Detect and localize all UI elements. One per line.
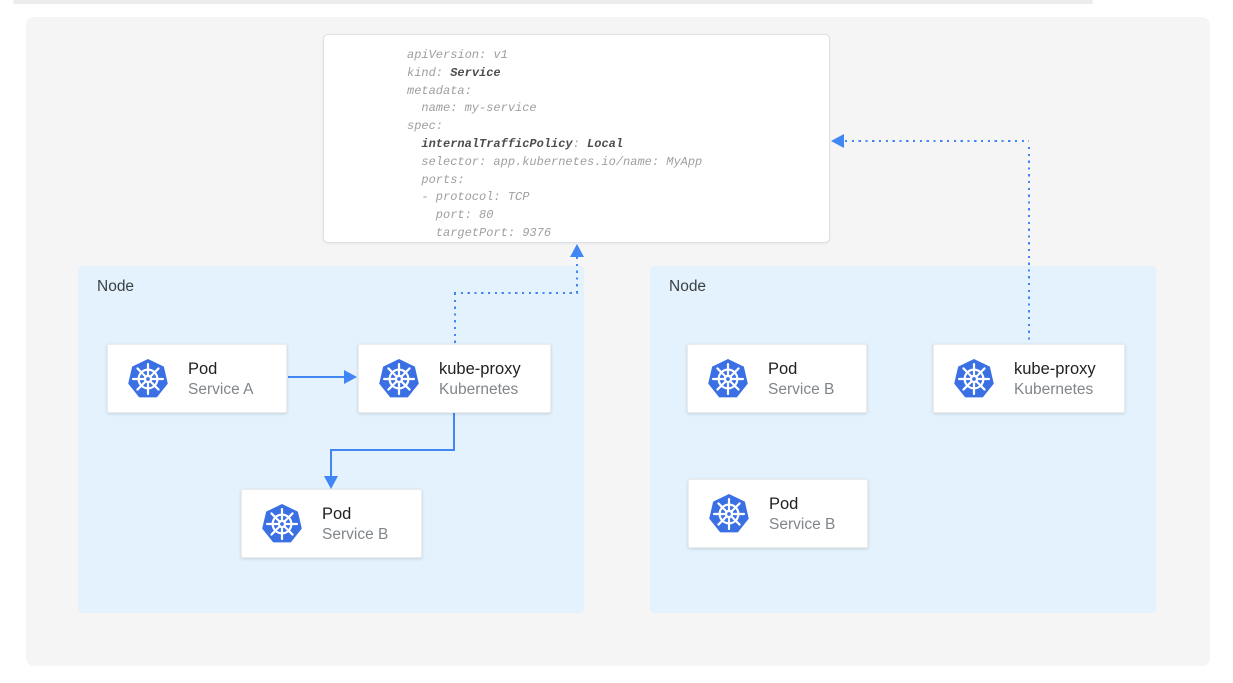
card-subtitle: Service B xyxy=(322,525,389,543)
arrow-line xyxy=(1028,147,1030,344)
kubernetes-icon xyxy=(706,357,750,401)
card-kube-proxy-right: kube-proxy Kubernetes xyxy=(933,344,1125,413)
card-subtitle: Service B xyxy=(768,380,835,398)
kubernetes-icon xyxy=(377,357,421,401)
card-title: Pod xyxy=(322,504,352,523)
node-left-label: Node xyxy=(97,278,135,295)
arrowhead-up xyxy=(570,244,584,257)
top-divider xyxy=(13,0,1093,4)
kubernetes-icon xyxy=(952,357,996,401)
card-subtitle: Kubernetes xyxy=(1014,380,1094,398)
arrow-line xyxy=(845,140,1029,142)
card-title: kube-proxy xyxy=(1014,359,1096,378)
kubernetes-icon xyxy=(707,492,751,536)
card-title: Pod xyxy=(188,359,218,378)
arrow-line xyxy=(454,293,456,344)
node-right-label: Node xyxy=(669,278,707,295)
arrowhead-right xyxy=(344,370,357,384)
arrow-line xyxy=(576,257,578,294)
card-title: Pod xyxy=(768,359,798,378)
card-kube-proxy-left: kube-proxy Kubernetes xyxy=(358,344,551,413)
kubernetes-icon xyxy=(260,502,304,546)
card-pod-service-a: Pod Service A xyxy=(107,344,287,413)
node-right: Node xyxy=(650,266,1156,613)
arrow-line xyxy=(288,376,345,378)
arrow-line xyxy=(330,449,332,477)
card-title: Pod xyxy=(769,494,799,513)
card-subtitle: Kubernetes xyxy=(439,380,519,398)
card-subtitle: Service A xyxy=(188,380,254,398)
arrow-line xyxy=(330,449,455,451)
arrowhead-left xyxy=(831,134,844,148)
node-left: Node xyxy=(78,266,584,613)
card-title: kube-proxy xyxy=(439,359,521,378)
arrowhead-down xyxy=(324,476,338,489)
arrow-line xyxy=(454,292,578,294)
card-pod-service-b-right-top: Pod Service B xyxy=(687,344,867,413)
card-subtitle: Service B xyxy=(769,515,836,533)
arrow-line xyxy=(453,412,455,450)
card-pod-service-b-right-bottom: Pod Service B xyxy=(688,479,868,548)
kubernetes-icon xyxy=(126,357,170,401)
card-pod-service-b-left: Pod Service B xyxy=(241,489,422,558)
